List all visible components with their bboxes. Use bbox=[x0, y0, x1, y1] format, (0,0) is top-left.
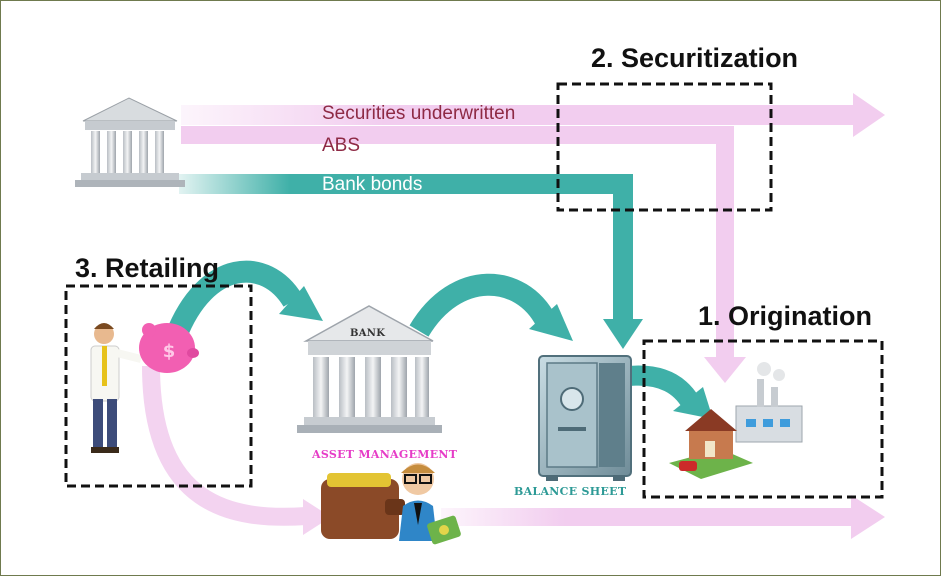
safe-icon bbox=[538, 355, 632, 481]
balance-sheet-label: BALANCE SHEET bbox=[514, 485, 627, 498]
origination-box bbox=[642, 339, 884, 499]
house-icon bbox=[669, 409, 753, 479]
balance-sheet-to-origination-arrow bbox=[628, 365, 713, 419]
retail-investor-icon bbox=[90, 323, 142, 453]
origination-title: 1. Origination bbox=[698, 301, 873, 331]
cash-notes-icon bbox=[427, 515, 461, 545]
retailer-to-bank-arrow bbox=[165, 260, 323, 341]
abs-flow bbox=[181, 126, 746, 383]
bank-to-balance-sheet-arrow bbox=[409, 273, 573, 341]
investor-glasses-icon bbox=[399, 463, 437, 541]
piggy-bank-icon: $ bbox=[139, 323, 199, 373]
factory-icon bbox=[735, 362, 803, 443]
securities-underwritten-flow bbox=[181, 93, 885, 137]
abs-label: ABS bbox=[322, 135, 361, 156]
bank-sign-label: BANK bbox=[350, 328, 386, 339]
central-bank-icon bbox=[297, 305, 442, 433]
retailing-title: 3. Retailing bbox=[75, 253, 220, 283]
asset-management-label: ASSET MANAGEMENT bbox=[312, 448, 458, 461]
securitization-box bbox=[556, 82, 773, 212]
svg-text:$: $ bbox=[163, 341, 176, 362]
securities-underwritten-label: Securities underwritten bbox=[322, 103, 516, 124]
retailing-box bbox=[64, 284, 253, 488]
issuer-bank-icon bbox=[75, 97, 185, 187]
wallet-icon bbox=[321, 473, 405, 539]
securitization-title: 2. Securitization bbox=[591, 43, 799, 73]
bank-bonds-label: Bank bonds bbox=[322, 174, 423, 195]
retail-pink-flow bbox=[142, 365, 885, 539]
